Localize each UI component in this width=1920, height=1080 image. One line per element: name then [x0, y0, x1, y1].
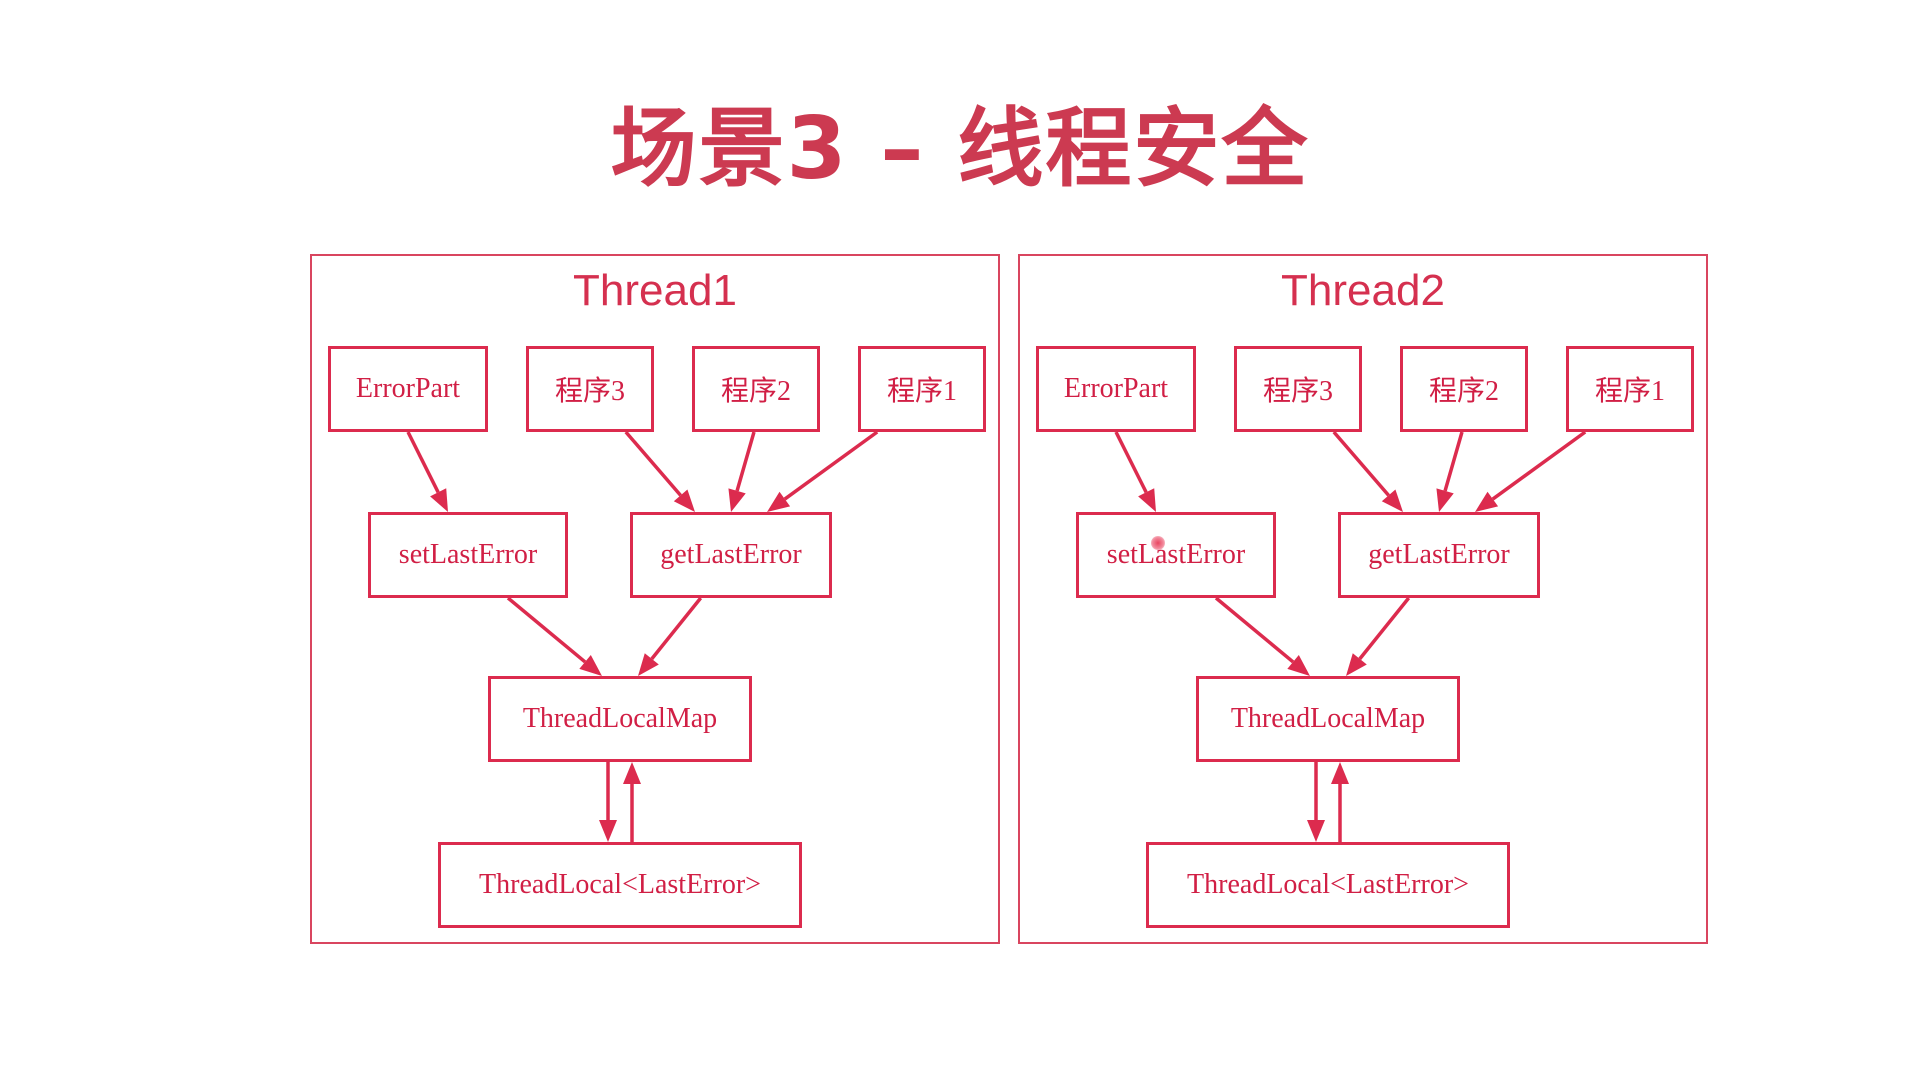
- edge-prog1-to-getlasterror: [783, 430, 879, 501]
- arrowhead-prog3-to-getlasterror: [673, 489, 695, 512]
- arrowhead-errorpart-to-setlasterror: [430, 488, 448, 512]
- program3-node: 程序3: [1234, 346, 1362, 432]
- thread1-title: Thread1: [573, 266, 737, 315]
- arrowhead-prog1-to-getlasterror: [1475, 491, 1499, 512]
- arrowhead-threadlocalmap-to-threadlocal: [599, 820, 617, 842]
- arrowhead-getlasterror-to-threadlocalmap: [1346, 653, 1367, 676]
- thread2-panel: Thread2 ErrorPart 程序3 程序2 程序1 setLastErr…: [1018, 254, 1708, 944]
- program2-node: 程序2: [1400, 346, 1528, 432]
- thread2-title: Thread2: [1281, 266, 1445, 315]
- setlasterror-node: setLastError: [1076, 512, 1276, 598]
- threadlocalmap-node: ThreadLocalMap: [1196, 676, 1460, 762]
- edge-errorpart-to-setlasterror: [406, 431, 440, 494]
- arrowhead-getlasterror-to-threadlocalmap: [638, 653, 659, 676]
- slide-title: 场景3 – 线程安全: [610, 99, 1310, 199]
- edge-setlasterror-to-threadlocalmap: [1214, 596, 1295, 664]
- edge-prog2-to-getlasterror: [735, 431, 756, 492]
- program1-node: 程序1: [1566, 346, 1694, 432]
- setlasterror-node: setLastError: [368, 512, 568, 598]
- edge-getlasterror-to-threadlocalmap: [1358, 596, 1411, 660]
- arrowhead-setlasterror-to-threadlocalmap: [1287, 655, 1310, 676]
- edge-prog2-to-getlasterror: [1443, 431, 1464, 492]
- program2-node: 程序2: [692, 346, 820, 432]
- errorpart-node: ErrorPart: [1036, 346, 1196, 432]
- program1-node: 程序1: [858, 346, 986, 432]
- arrowhead-prog2-to-getlasterror: [728, 488, 746, 512]
- arrowhead-errorpart-to-setlasterror: [1138, 488, 1156, 512]
- arrowhead-threadlocalmap-to-threadlocal: [1307, 820, 1325, 842]
- thread1-panel: Thread1 ErrorPart 程序3 程序2 程序1 setLastErr…: [310, 254, 1000, 944]
- arrowhead-prog2-to-getlasterror: [1436, 488, 1454, 512]
- threadlocal-node: ThreadLocal<LastError>: [438, 842, 802, 928]
- thread1-edges: [406, 430, 879, 842]
- threadlocalmap-node: ThreadLocalMap: [488, 676, 752, 762]
- threadlocal-node: ThreadLocal<LastError>: [1146, 842, 1510, 928]
- getlasterror-node: getLastError: [1338, 512, 1540, 598]
- mouse-pointer-indicator: [1151, 536, 1165, 550]
- edge-errorpart-to-setlasterror: [1114, 431, 1148, 494]
- arrowhead-threadlocal-to-threadlocalmap: [623, 762, 641, 784]
- errorpart-node: ErrorPart: [328, 346, 488, 432]
- edge-prog3-to-getlasterror: [1332, 430, 1390, 497]
- program3-node: 程序3: [526, 346, 654, 432]
- arrowhead-setlasterror-to-threadlocalmap: [579, 655, 602, 676]
- getlasterror-node: getLastError: [630, 512, 832, 598]
- edge-setlasterror-to-threadlocalmap: [506, 596, 587, 664]
- arrowhead-prog1-to-getlasterror: [767, 491, 791, 512]
- thread2-edges: [1114, 430, 1587, 842]
- arrowhead-prog3-to-getlasterror: [1381, 489, 1403, 512]
- edge-prog3-to-getlasterror: [624, 430, 682, 497]
- arrowhead-threadlocal-to-threadlocalmap: [1331, 762, 1349, 784]
- edge-prog1-to-getlasterror: [1491, 430, 1587, 501]
- edge-getlasterror-to-threadlocalmap: [650, 596, 703, 660]
